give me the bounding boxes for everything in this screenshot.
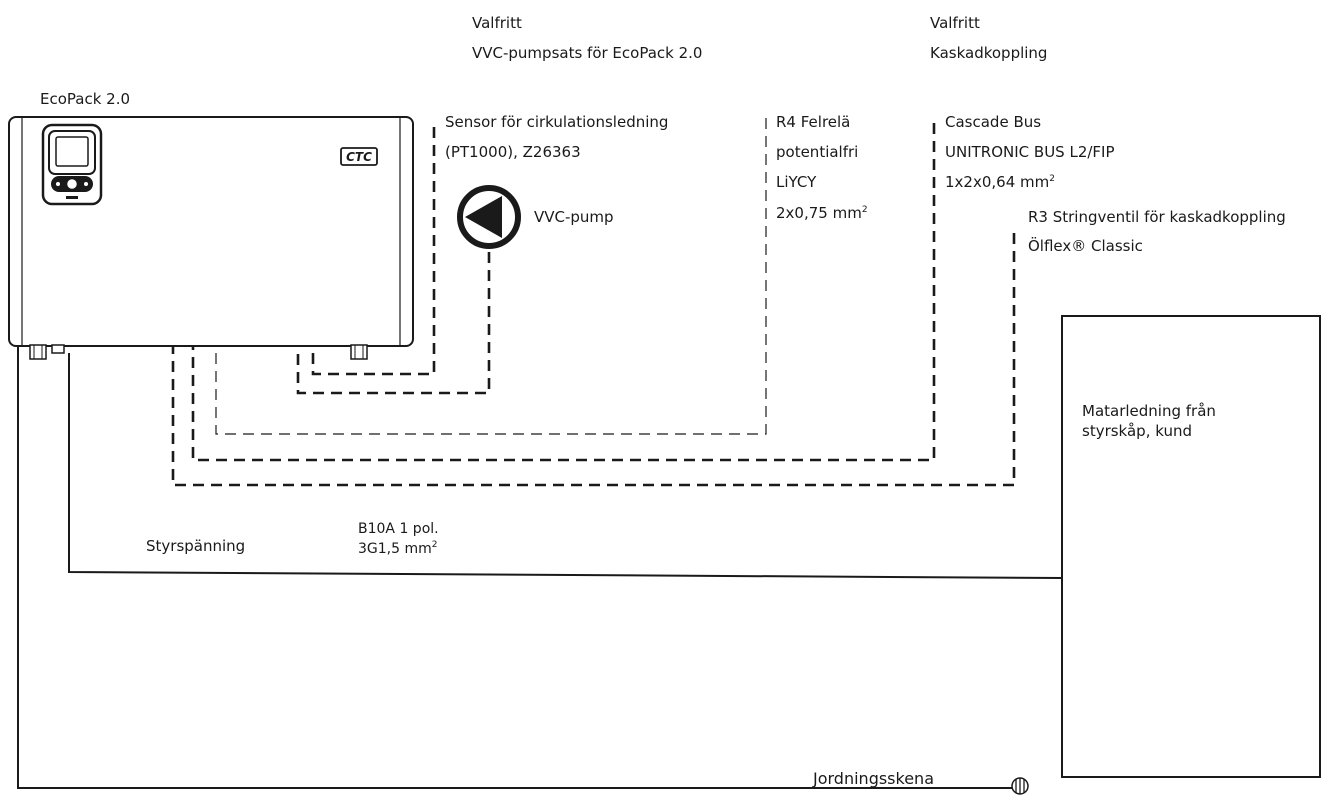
connector-left xyxy=(29,344,47,360)
sensor-label-line2: (PT1000), Z26363 xyxy=(445,143,581,161)
r4-wire xyxy=(215,118,767,435)
cascade-bus-wire xyxy=(191,123,936,462)
control-panel xyxy=(41,123,103,206)
pump-label: VVC-pump xyxy=(534,208,614,226)
ecopack-unit: CTC xyxy=(8,116,414,360)
r4-label-line2: potentialfri xyxy=(776,143,858,161)
connector-right xyxy=(350,344,368,360)
r4-label-line1: R4 Felrelä xyxy=(776,113,850,131)
ground-label: Jordningsskena xyxy=(812,769,934,788)
cascade-bus-line1: Cascade Bus xyxy=(945,113,1041,131)
r3-label-line1: R3 Stringventil för kaskadkoppling xyxy=(1028,208,1286,226)
pump-wire xyxy=(296,252,491,395)
cascade-option-line1: Valfritt xyxy=(930,14,980,32)
r3-label-line2: Ölflex® Classic xyxy=(1028,236,1143,255)
ctc-logo: CTC xyxy=(340,147,378,166)
b10a-label-line1: B10A 1 pol. xyxy=(358,521,439,537)
control-voltage-label: Styrspänning xyxy=(146,537,245,555)
b10a-label-line2: 3G1,5 mm2 xyxy=(358,540,437,557)
cascade-bus-line3: 1x2x0,64 mm2 xyxy=(945,173,1055,191)
pump-icon xyxy=(457,185,521,249)
feeder-label-line2: styrskåp, kund xyxy=(1082,422,1192,440)
cascade-bus-line2: UNITRONIC BUS L2/FIP xyxy=(945,143,1115,161)
brand-text: CTC xyxy=(346,150,372,164)
r4-label-line4: 2x0,75 mm2 xyxy=(776,204,868,222)
sensor-wire xyxy=(311,127,436,376)
ground-wire xyxy=(17,345,1012,789)
feeder-label-line1: Matarledning från xyxy=(1082,402,1216,420)
ground-terminal-icon xyxy=(1011,777,1029,795)
r3-wire xyxy=(171,233,1016,487)
sensor-label-line1: Sensor för cirkulationsledning xyxy=(445,113,668,131)
vvc-option-line2: VVC-pumpsats för EcoPack 2.0 xyxy=(472,44,702,62)
feeder-box xyxy=(1061,315,1321,778)
cascade-option-line2: Kaskadkoppling xyxy=(930,44,1047,62)
r4-label-line3: LiYCY xyxy=(776,173,817,191)
control-voltage-wire xyxy=(68,353,1063,579)
unit-title: EcoPack 2.0 xyxy=(40,90,130,108)
vvc-option-line1: Valfritt xyxy=(472,14,522,32)
